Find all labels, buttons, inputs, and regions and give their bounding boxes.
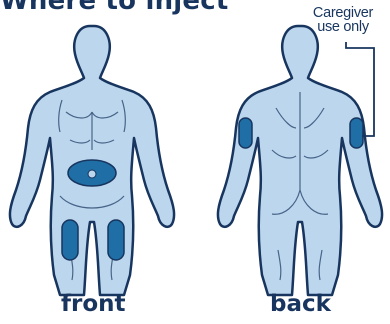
right-thigh-injection-site (108, 220, 124, 260)
back-view-label: back (270, 291, 331, 317)
front-view-label: front (61, 291, 126, 317)
back-figure (218, 26, 382, 295)
left-arm-injection-site (239, 118, 252, 148)
right-arm-injection-site (350, 118, 363, 148)
navel-mark (88, 170, 96, 178)
front-figure (10, 26, 174, 295)
left-thigh-injection-site (62, 220, 78, 260)
